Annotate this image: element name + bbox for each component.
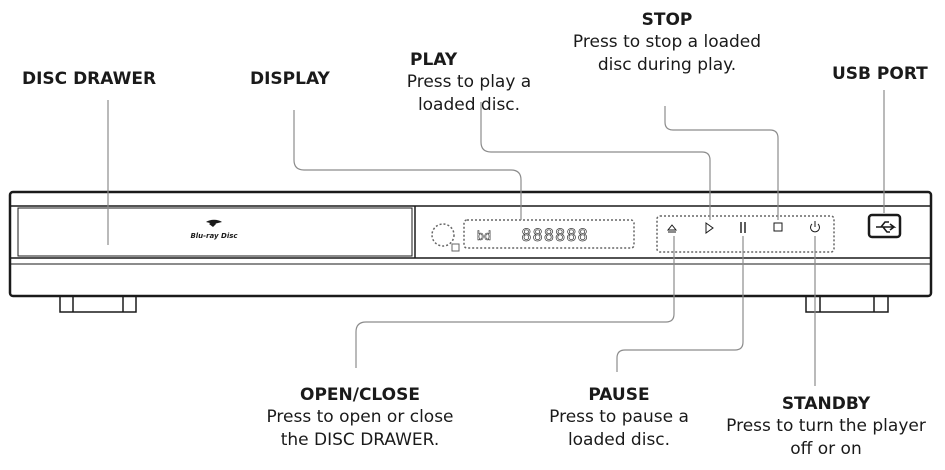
usb-port[interactable]: [867, 213, 902, 239]
leader-lines: [107, 90, 885, 386]
callout-title: PLAY: [410, 50, 458, 70]
eject-icon: [666, 224, 678, 233]
bluray-logo-text: Blu-ray Disc: [190, 232, 238, 240]
callout-title: PAUSE: [588, 385, 650, 405]
callout-display: DISPLAY: [250, 68, 330, 90]
play-icon: [705, 222, 714, 234]
usb-icon: [876, 221, 897, 233]
callout-stop: STOP Press to stop a loaded disc during …: [562, 9, 772, 77]
pause-button[interactable]: [740, 222, 746, 233]
callout-desc-1: Press to turn the player: [726, 416, 926, 436]
callout-desc-1: Press to play a: [406, 72, 532, 92]
callout-desc-2: loaded disc.: [417, 95, 521, 115]
leader-open-close: [355, 236, 675, 368]
pause-icon: [740, 222, 746, 233]
standby-button[interactable]: [810, 221, 820, 233]
remote-sensor: [451, 243, 460, 252]
callout-open-close: OPEN/CLOSE Press to open or close the DI…: [250, 384, 470, 452]
callout-desc-2: loaded disc.: [567, 430, 671, 450]
callout-title: STOP: [641, 10, 693, 30]
display-indicator-text: bd: [477, 229, 491, 243]
callout-title: STANDBY: [781, 394, 871, 414]
leader-display: [293, 110, 522, 220]
callout-usb-port: USB PORT: [832, 63, 928, 85]
left-foot: [59, 296, 137, 313]
callout-title: USB PORT: [832, 64, 928, 84]
callout-desc-2: off or on: [790, 439, 862, 459]
callout-standby: STANDBY Press to turn the player off or …: [713, 393, 939, 461]
disc-indicator: [431, 223, 455, 247]
play-button[interactable]: [705, 222, 714, 234]
power-icon: [810, 221, 820, 233]
display-digits: 888888: [521, 226, 588, 246]
callout-title: DISPLAY: [250, 69, 330, 89]
leader-play: [480, 102, 711, 220]
callout-disc-drawer: DISC DRAWER: [22, 68, 156, 90]
callout-title: DISC DRAWER: [22, 69, 157, 89]
callout-title: OPEN/CLOSE: [300, 385, 420, 405]
disc-drawer: [17, 207, 413, 257]
eject-button[interactable]: [666, 224, 678, 233]
stop-icon: [773, 222, 783, 232]
leader-pause: [616, 236, 744, 372]
callout-desc-1: Press to stop a loaded: [572, 32, 762, 52]
display-panel: [463, 219, 635, 249]
callout-desc-1: Press to pause a: [549, 407, 689, 427]
button-panel: [656, 215, 835, 253]
stop-button[interactable]: [773, 222, 783, 232]
callout-desc-2: the DISC DRAWER.: [280, 430, 440, 450]
callout-pause: PAUSE Press to pause a loaded disc.: [534, 384, 704, 452]
leader-stop: [664, 106, 779, 220]
callout-desc-2: disc during play.: [597, 55, 737, 75]
right-foot: [805, 296, 889, 313]
callout-desc-1: Press to open or close: [266, 407, 454, 427]
bluray-logo-icon: Blu-ray Disc: [190, 219, 238, 240]
callout-play: PLAY Press to play a loaded disc.: [400, 49, 538, 117]
